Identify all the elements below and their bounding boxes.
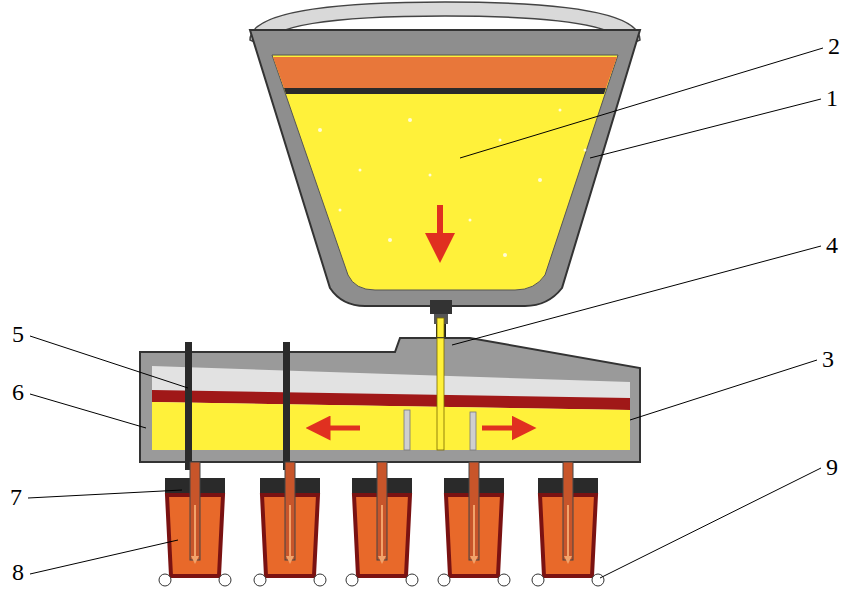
- callout-number: 8: [12, 560, 24, 584]
- callout-number: 9: [826, 455, 838, 479]
- callout-number: 6: [12, 380, 24, 404]
- callout-number: 7: [10, 485, 22, 509]
- callout-number: 4: [826, 233, 838, 257]
- callout-number: 1: [826, 86, 838, 110]
- molds: [159, 462, 604, 586]
- ladle: [250, 2, 640, 306]
- callout-number: 2: [828, 34, 840, 58]
- callout-number: 5: [12, 322, 24, 346]
- leader-lines: [28, 48, 823, 578]
- callout-number: 3: [822, 347, 834, 371]
- tundish: [140, 338, 640, 470]
